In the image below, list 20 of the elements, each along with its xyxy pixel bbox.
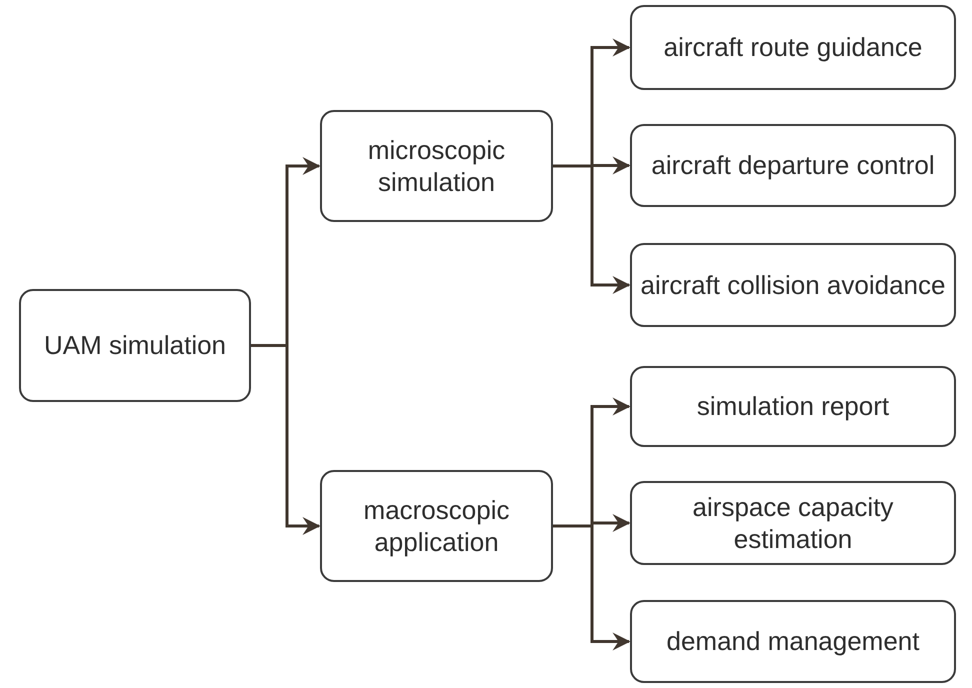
process-box [630, 124, 956, 207]
process-box [630, 366, 956, 447]
process-box [630, 5, 956, 90]
node-label: macroscopic application [362, 494, 510, 558]
arrow [553, 524, 630, 650]
process-box [630, 481, 956, 565]
process-box [320, 110, 553, 222]
node-label: aircraft departure control [651, 149, 935, 182]
node-label: UAM simulation [44, 329, 226, 362]
process-box [19, 289, 251, 402]
node-label: simulation report [696, 390, 890, 423]
node-label: airspace capacity estimation [692, 490, 894, 556]
process-box [630, 600, 956, 683]
process-box [320, 470, 553, 582]
node-label: aircraft collision avoidance [640, 268, 946, 302]
process-box [630, 243, 956, 327]
node-label: aircraft route guidance [664, 31, 922, 64]
node-label: demand management [666, 625, 920, 658]
arrow [553, 164, 630, 294]
node-label: microscopic simulation [366, 134, 506, 198]
